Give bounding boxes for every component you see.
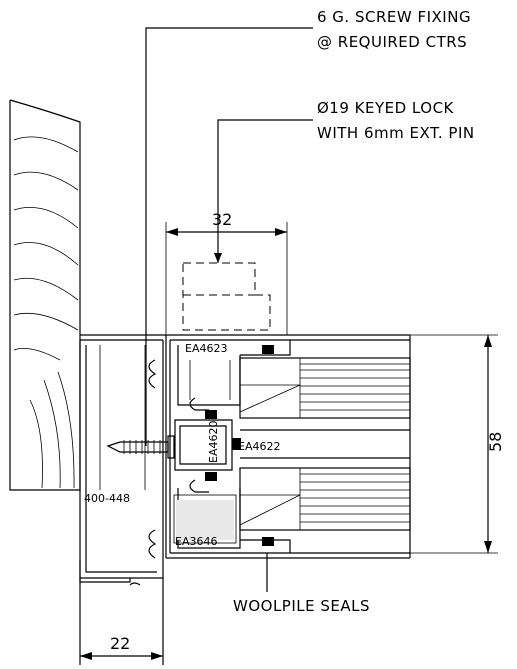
woolpile-seals xyxy=(205,345,274,592)
screw-fixing xyxy=(106,435,175,459)
profile-ea4623: EA4623 xyxy=(185,342,227,355)
lock-note-line1: Ø19 KEYED LOCK xyxy=(317,99,455,117)
timber-wall xyxy=(9,99,81,491)
leader-lines xyxy=(145,27,313,446)
woolpile-seals-label: WOOLPILE SEALS xyxy=(233,597,370,615)
screw-note-line2: @ REQUIRED CTRS xyxy=(317,33,467,51)
dimension-58 xyxy=(410,334,498,554)
dimension-22 xyxy=(80,652,163,660)
range-label: 400-448 xyxy=(84,492,130,505)
dimension-32-label: 32 xyxy=(212,210,232,229)
profile-ea4622: EA4622 xyxy=(238,440,280,453)
keyed-lock-outline xyxy=(182,262,271,331)
dimension-58-label: 58 xyxy=(486,432,505,452)
screw-note-line1: 6 G. SCREW FIXING xyxy=(317,8,471,26)
profile-ea3646: EA3646 xyxy=(175,535,217,548)
dimension-32 xyxy=(165,222,288,335)
dimension-22-label: 22 xyxy=(110,634,130,653)
subframe-profile xyxy=(79,334,410,665)
profile-ea4620: EA4620 xyxy=(207,421,220,463)
insulator-stipple xyxy=(176,500,234,540)
lock-note-line2: WITH 6mm EXT. PIN xyxy=(317,124,475,142)
glazing-unit xyxy=(239,335,411,558)
sash-profile xyxy=(165,335,410,559)
